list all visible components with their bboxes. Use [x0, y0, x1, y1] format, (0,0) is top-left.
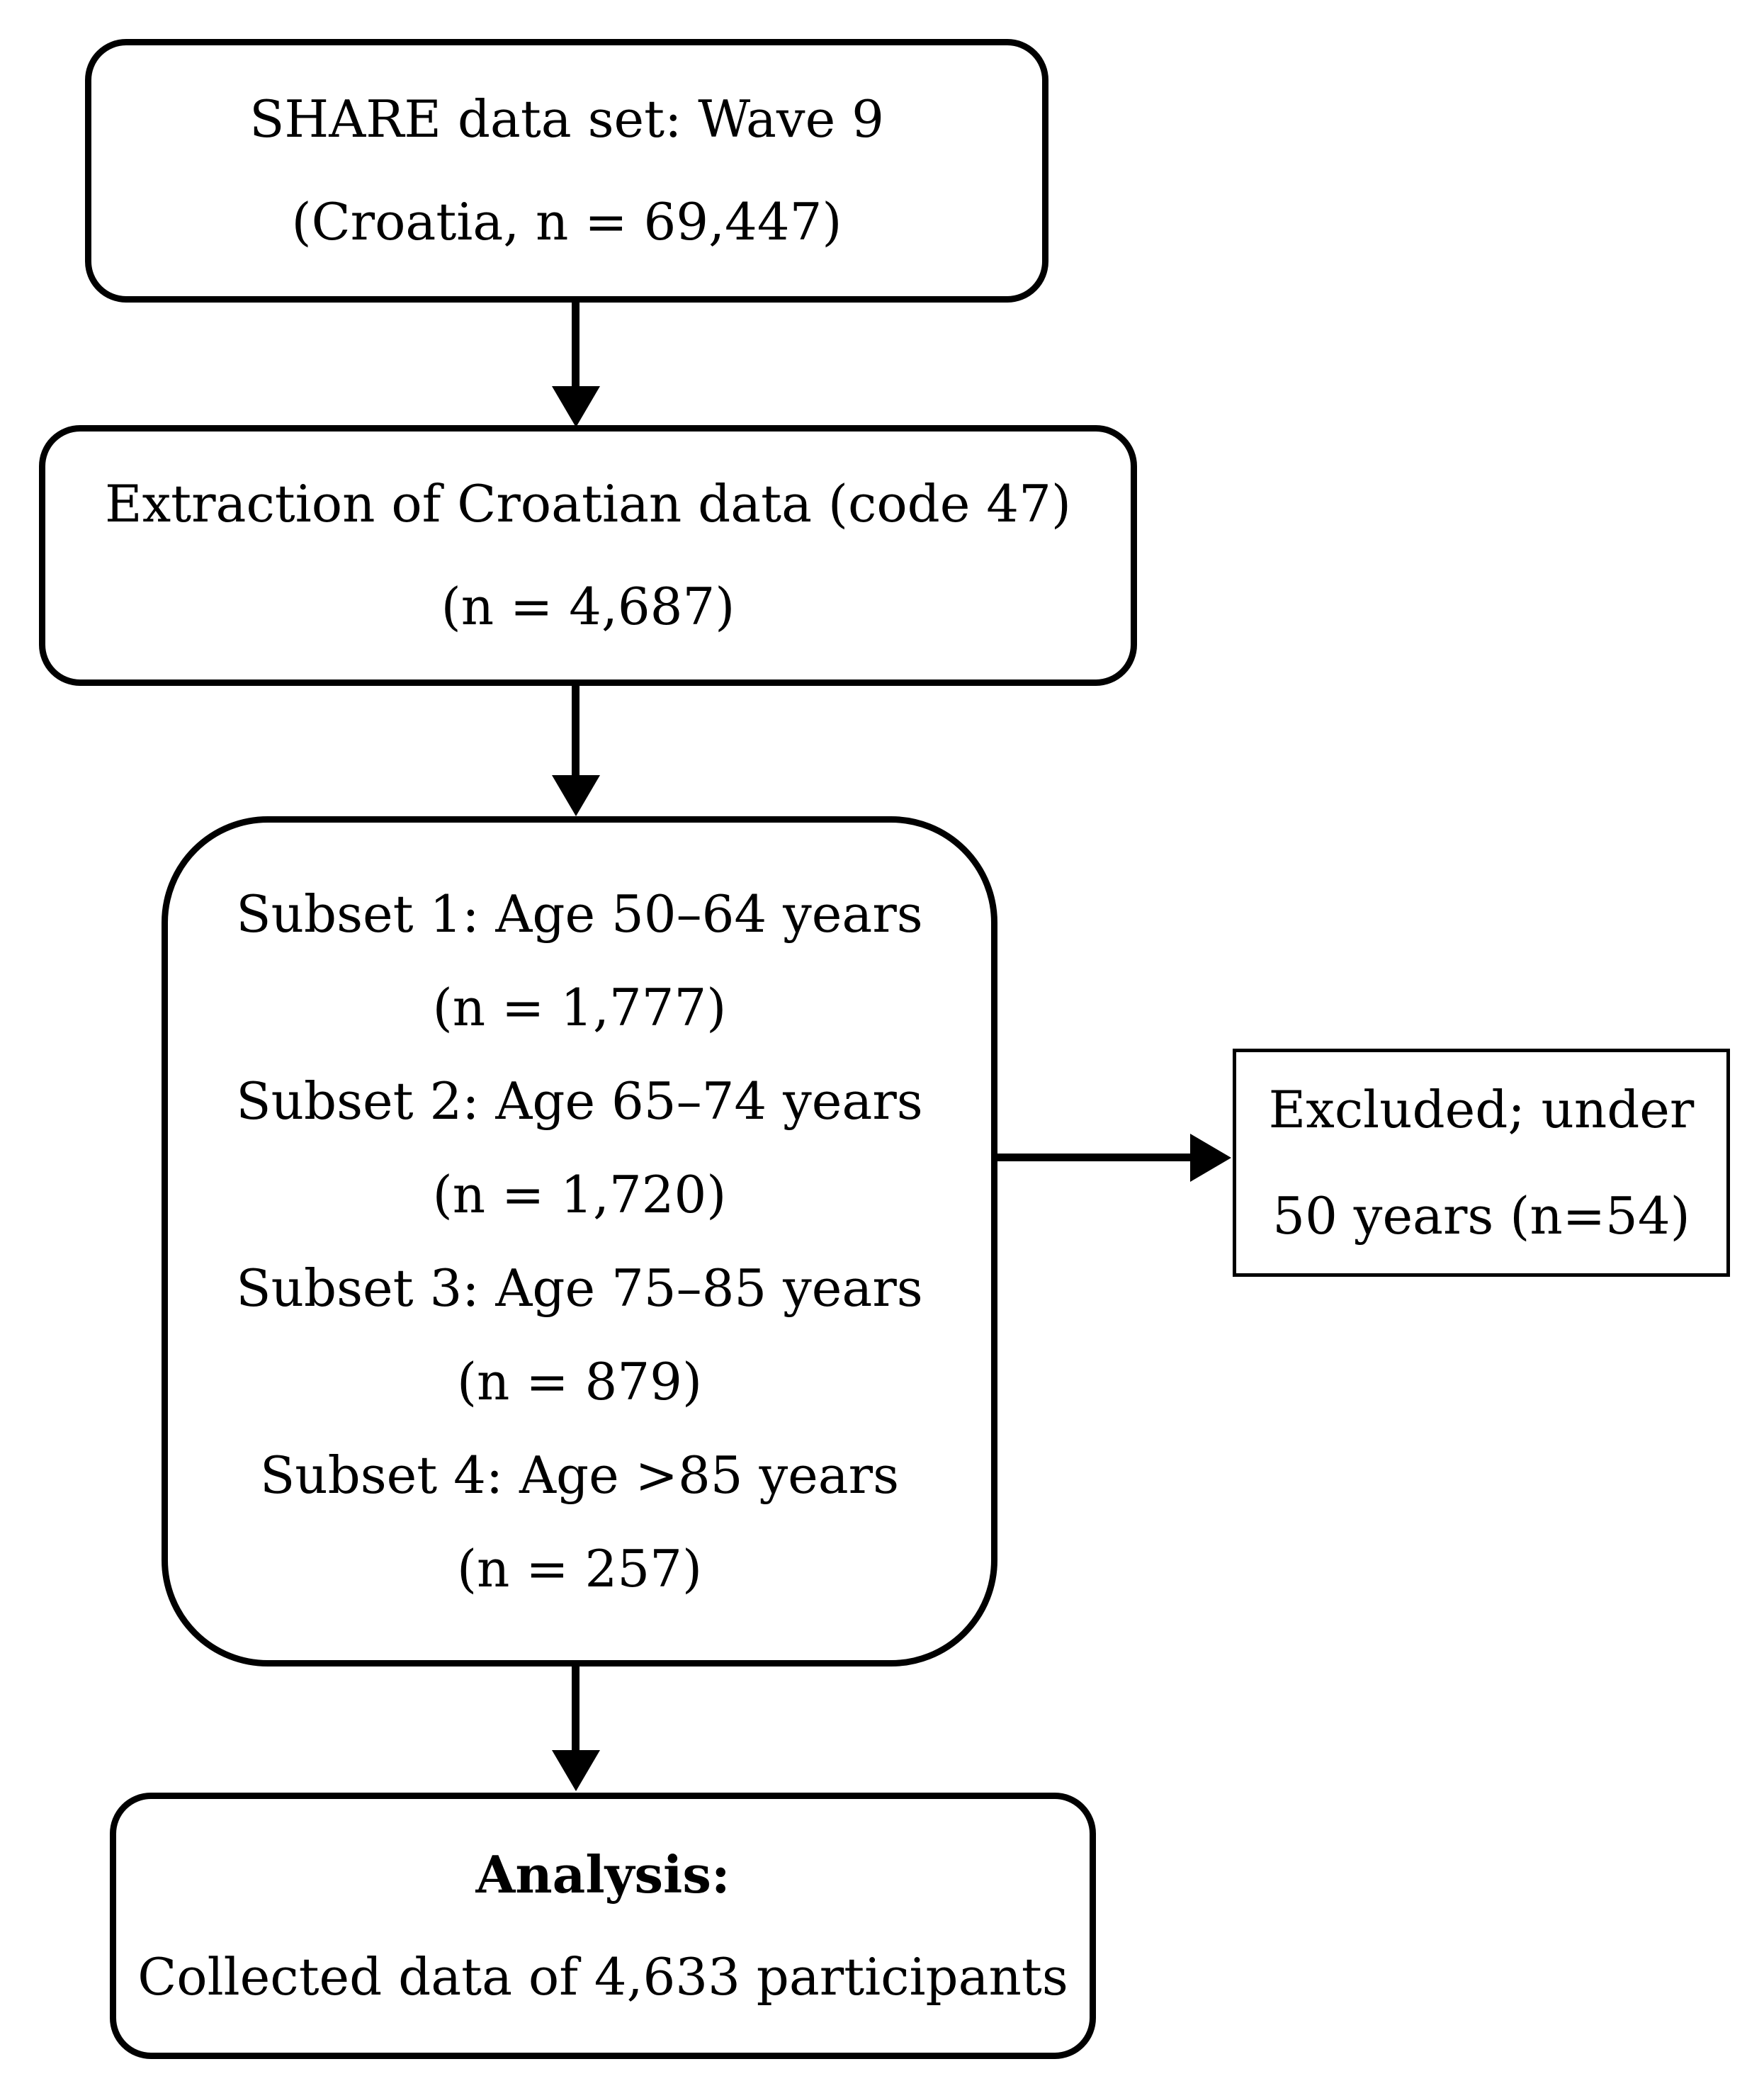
arrow-subsets-to-excluded-arrowhead-icon — [1190, 1134, 1231, 1182]
subset4-count: (n = 257) — [456, 1539, 703, 1598]
subset1-label: Subset 1: Age 50–64 years — [236, 884, 923, 944]
subset3-label: Subset 3: Age 75–85 years — [236, 1258, 923, 1318]
share-dataset-line2: (Croatia, n = 69,447) — [291, 192, 842, 252]
share-dataset-line1: SHARE data set: Wave 9 — [249, 89, 884, 149]
arrow-extraction-to-subsets-arrowhead-icon — [552, 775, 600, 816]
arrow-share-to-extraction-arrowhead-icon — [552, 386, 600, 427]
excluded-line1: Excluded; under — [1268, 1080, 1695, 1139]
arrow-extraction-to-subsets-shaft — [572, 684, 579, 777]
arrow-share-to-extraction-shaft — [572, 301, 579, 388]
arrow-subsets-to-excluded-shaft — [996, 1154, 1192, 1161]
subsets-box: Subset 1: Age 50–64 years (n = 1,777) Su… — [162, 816, 997, 1667]
share-dataset-box: SHARE data set: Wave 9 (Croatia, n = 69,… — [85, 39, 1048, 303]
extraction-line1: Extraction of Croatian data (code 47) — [105, 474, 1071, 534]
analysis-box: Analysis: Collected data of 4,633 partic… — [110, 1793, 1096, 2059]
extraction-line2: (n = 4,687) — [441, 577, 735, 636]
subset2-label: Subset 2: Age 65–74 years — [236, 1071, 923, 1131]
arrow-subsets-to-analysis-arrowhead-icon — [552, 1750, 600, 1791]
arrow-subsets-to-analysis-shaft — [572, 1665, 579, 1752]
analysis-heading: Analysis: — [475, 1844, 730, 1905]
subset1-count: (n = 1,777) — [432, 978, 727, 1037]
analysis-line2: Collected data of 4,633 participants — [137, 1947, 1068, 2007]
extraction-box: Extraction of Croatian data (code 47) (n… — [39, 425, 1137, 686]
subset4-label: Subset 4: Age >85 years — [259, 1445, 900, 1505]
excluded-line2: 50 years (n=54) — [1272, 1186, 1690, 1246]
excluded-box: Excluded; under 50 years (n=54) — [1233, 1049, 1730, 1277]
subset2-count: (n = 1,720) — [432, 1165, 727, 1224]
subset3-count: (n = 879) — [456, 1352, 703, 1411]
